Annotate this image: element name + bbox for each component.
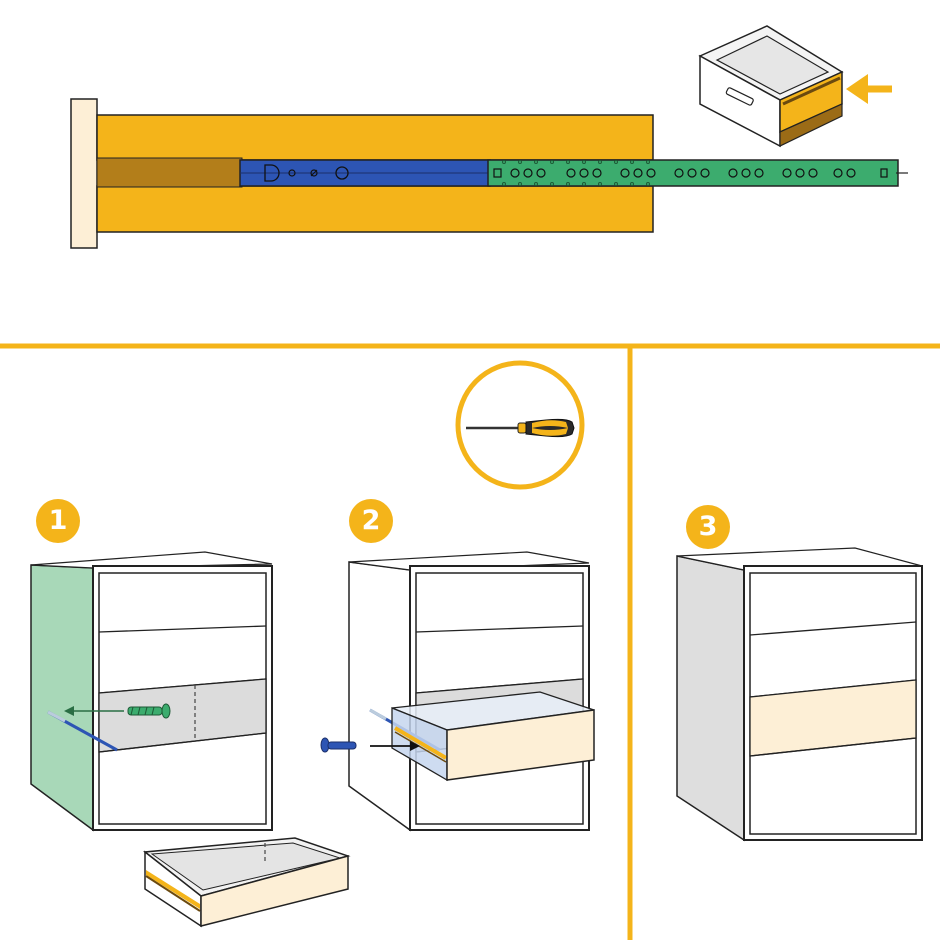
drawer-front-cream	[446, 709, 595, 781]
arrow-left-icon	[846, 74, 892, 104]
arrow-right-icon	[370, 741, 420, 751]
slide-mounting-holes	[493, 168, 888, 178]
screwdriver-icon	[455, 360, 585, 490]
slide-ball-bearings	[502, 160, 650, 186]
step-1-badge: 1	[36, 499, 80, 543]
screw-icon	[320, 737, 357, 753]
step-1-cabinet	[30, 551, 273, 832]
step-2-badge: 2	[349, 499, 393, 543]
step-2-drawer-inserting	[391, 691, 595, 782]
slide-outer-member	[487, 159, 899, 187]
cabinet-rail-bottom	[96, 185, 654, 233]
screw-icon	[127, 703, 171, 719]
rail-channel-dark	[96, 157, 243, 188]
drawer-front-cream	[200, 855, 349, 927]
step-3-cabinet	[676, 547, 923, 842]
slide-assembly-top-view	[70, 98, 908, 249]
step-1-drawer-box	[143, 837, 351, 928]
slide-keyhole	[264, 164, 280, 182]
cabinet-side-post	[70, 98, 98, 249]
step-2-cabinet	[348, 551, 590, 832]
drawer-box-preview	[698, 25, 844, 148]
step-3-badge: 3	[686, 505, 730, 549]
cabinet-rail-top	[96, 114, 654, 161]
